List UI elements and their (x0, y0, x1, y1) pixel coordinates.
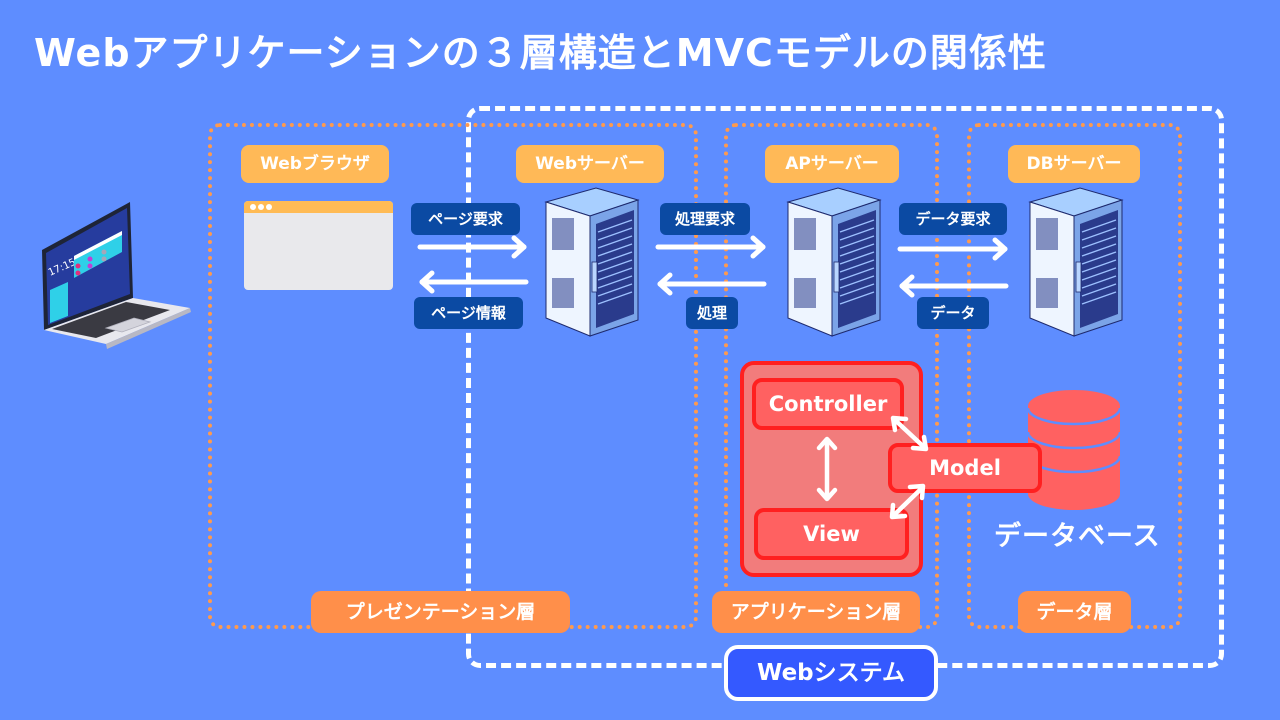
web-server-icon (544, 187, 640, 337)
process-request-label: 処理要求 (660, 203, 750, 235)
data-request-label: データ要求 (899, 203, 1007, 235)
arrow-controller-model (890, 415, 929, 452)
arrow-view-model (889, 483, 926, 520)
arrow-page-info (419, 270, 529, 294)
data-layer-label: データ層 (1018, 591, 1131, 633)
process-label: 処理 (686, 297, 738, 329)
data-label: データ (917, 297, 989, 329)
controller-box: Controller (752, 378, 904, 430)
application-layer-label: アプリケーション層 (712, 591, 920, 633)
arrow-process-request (655, 235, 766, 259)
page-info-label: ページ情報 (414, 297, 523, 329)
web-system-label: Webシステム (724, 645, 938, 701)
arrow-page-request (417, 235, 527, 259)
arrow-controller-view (816, 436, 838, 502)
page-title: Webアプリケーションの３層構造とMVCモデルの関係性 (34, 31, 1047, 75)
arrow-data-request (897, 237, 1008, 261)
page-request-label: ページ要求 (411, 203, 520, 235)
db-server-icon (1028, 187, 1124, 337)
web-server-label: Webサーバー (516, 145, 664, 183)
browser-label: Webブラウザ (241, 145, 389, 183)
view-box: View (754, 508, 909, 560)
arrow-data (899, 274, 1009, 298)
laptop-icon: 17:15 (42, 202, 191, 349)
database-icon (1026, 390, 1122, 510)
arrow-process (657, 272, 767, 296)
db-server-label: DBサーバー (1008, 145, 1140, 183)
presentation-layer-label: プレゼンテーション層 (311, 591, 570, 633)
ap-server-label: APサーバー (765, 145, 899, 183)
ap-server-icon (786, 187, 882, 337)
database-label: データベース (994, 521, 1161, 552)
browser-window-icon (244, 201, 393, 290)
